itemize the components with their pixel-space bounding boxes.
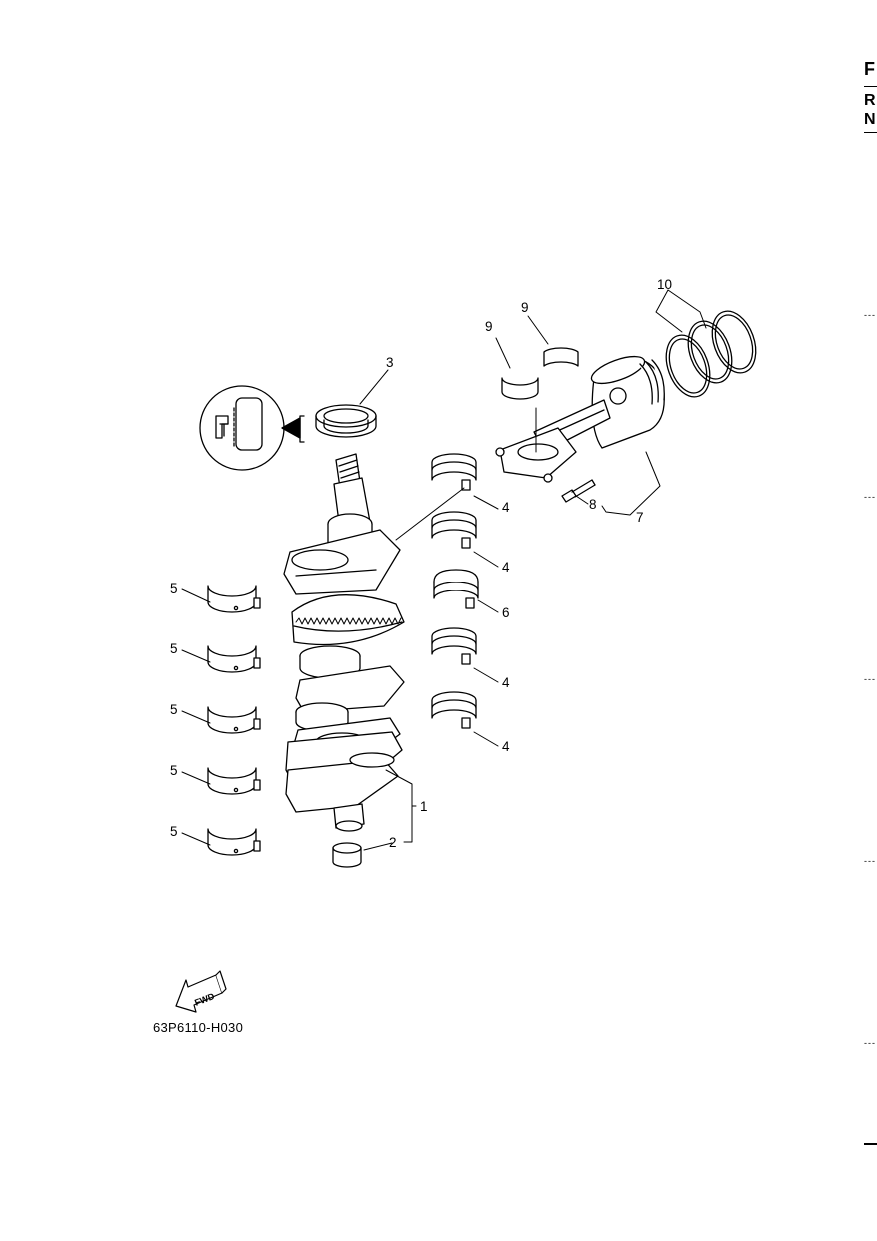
fwd-arrow-icon: FWD: [175, 970, 227, 1013]
side-dash-mark: ---: [864, 856, 876, 866]
callout-numbers: 1 2 3 4 4 4 4 6 5 5 5 5 5 7 8 9 9 10: [170, 277, 672, 850]
side-end-bar: [864, 1143, 877, 1145]
callout-5: 5: [170, 702, 178, 717]
rod-bearing-halves: [501, 347, 579, 400]
callout-10: 10: [657, 277, 672, 292]
crankshaft: [283, 453, 405, 832]
lower-bearing-shells: [207, 585, 261, 856]
callout-1: 1: [420, 799, 428, 814]
callout-4: 4: [502, 500, 510, 515]
main-bearing-shells: [431, 453, 477, 729]
callout-3: 3: [386, 355, 394, 370]
callout-5: 5: [170, 581, 178, 596]
oil-seal: [315, 404, 377, 438]
callout-8: 8: [589, 497, 597, 512]
callout-4: 4: [502, 560, 510, 575]
side-tab-rule: [864, 132, 877, 133]
side-tab-n: N: [864, 111, 876, 128]
callout-5: 5: [170, 641, 178, 656]
callout-9: 9: [485, 319, 493, 334]
side-tab-r: R: [864, 92, 876, 109]
side-dash-mark: ---: [864, 674, 876, 684]
piston-rings: [665, 310, 757, 398]
oil-seal-detail-circle: [199, 385, 305, 471]
side-tab-rule: [864, 86, 877, 87]
side-dash-mark: ---: [864, 492, 876, 502]
callout-5: 5: [170, 763, 178, 778]
side-dash-mark: ---: [864, 310, 876, 320]
connecting-rod-bolt: [561, 479, 596, 503]
side-dash-mark: ---: [864, 1038, 876, 1048]
callout-6: 6: [502, 605, 510, 620]
callout-9: 9: [521, 300, 529, 315]
callout-4: 4: [502, 675, 510, 690]
callout-7: 7: [636, 510, 644, 525]
connecting-rod-piston: [495, 355, 665, 483]
leader-lines: [181, 289, 707, 851]
callout-5: 5: [170, 824, 178, 839]
diagram-code: 63P6110-H030: [153, 1020, 244, 1035]
callout-4: 4: [502, 739, 510, 754]
side-tab-f: F: [864, 59, 875, 79]
thrust-bearing: [433, 569, 479, 609]
bushing: [332, 842, 362, 868]
callout-2: 2: [389, 835, 397, 850]
